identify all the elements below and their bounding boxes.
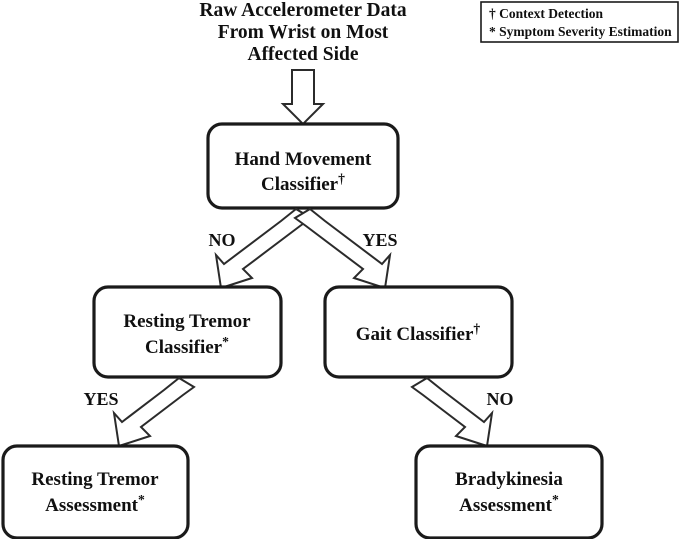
edge-gait-no-arrow [410, 376, 494, 448]
edge-label-resting-tremor-yes: YES [83, 389, 118, 409]
title-line-2: From Wrist on Most [218, 22, 389, 43]
title-line-3: Affected Side [247, 44, 358, 65]
node-resting-tremor-assessment-marker: * [138, 492, 145, 507]
legend-item-symptom-severity: * Symptom Severity Estimation [489, 24, 672, 39]
node-resting-tremor-classifier-marker: * [222, 334, 229, 349]
edge-hand-movement-yes-arrow [293, 207, 392, 290]
edge-label-hand-movement-no: NO [209, 230, 236, 250]
node-resting-tremor-classifier[interactable] [92, 285, 283, 379]
node-bradykinesia-assessment-line2-text: Assessment [459, 495, 553, 516]
node-resting-tremor-classifier-line2: Classifier* [145, 334, 229, 359]
edge-input-to-hand-movement-arrow [280, 69, 326, 126]
edge-label-hand-movement-yes: YES [362, 230, 397, 250]
node-gait-classifier[interactable] [323, 285, 514, 379]
node-resting-tremor-classifier-line1: Resting Tremor [123, 311, 251, 332]
edge-resting-tremor-yes-arrow [112, 376, 196, 448]
node-gait-classifier-marker: † [473, 321, 480, 336]
title-line-1: Raw Accelerometer Data [199, 0, 406, 21]
node-gait-classifier-line1: Gait Classifier† [356, 321, 481, 346]
node-resting-tremor-assessment-line2-text: Assessment [45, 495, 139, 516]
node-bradykinesia-assessment-marker: * [552, 492, 559, 507]
node-hand-movement-classifier-marker: † [338, 171, 345, 186]
node-hand-movement-classifier-line1: Hand Movement [235, 149, 372, 170]
node-resting-tremor-assessment-line2: Assessment* [45, 492, 145, 517]
node-hand-movement-classifier-line2: Classifier† [261, 171, 345, 196]
node-resting-tremor-assessment[interactable] [1, 444, 190, 539]
node-hand-movement-classifier-line2-text: Classifier [261, 174, 339, 195]
node-resting-tremor-assessment-line1: Resting Tremor [31, 469, 159, 490]
node-bradykinesia-assessment-line1: Bradykinesia [455, 469, 563, 490]
legend-item-context-detection: † Context Detection [489, 6, 603, 21]
node-hand-movement-classifier[interactable] [206, 122, 400, 210]
node-gait-classifier-line1-text: Gait Classifier [356, 324, 474, 345]
edge-label-gait-no: NO [487, 389, 514, 409]
node-resting-tremor-classifier-line2-text: Classifier [145, 337, 223, 358]
node-bradykinesia-assessment-line2: Assessment* [459, 492, 559, 517]
legend-box [480, 1, 679, 43]
node-bradykinesia-assessment[interactable] [414, 444, 604, 539]
